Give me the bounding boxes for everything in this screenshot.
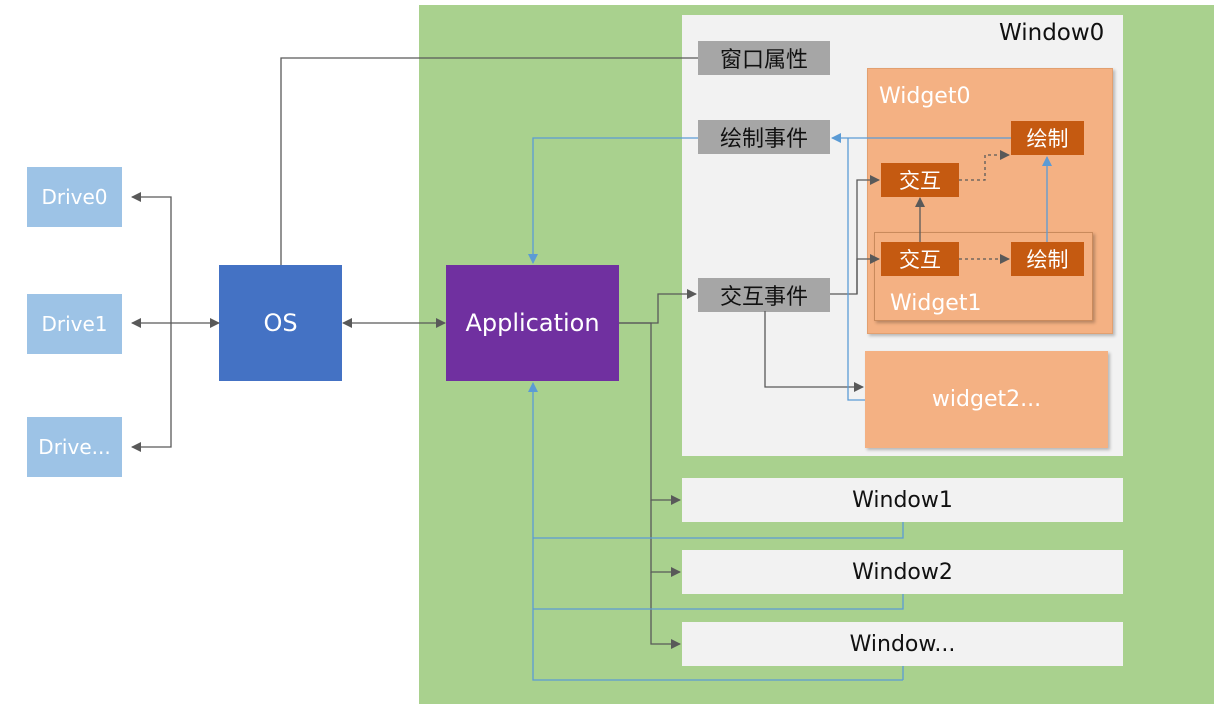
windows-to-application-arrow (528, 382, 903, 681)
widget1-title: Widget1 (890, 291, 982, 316)
drive-more: Drive... (27, 417, 122, 477)
widget0-interact-box: 交互 (881, 163, 959, 197)
event-widget0-interact-arrow (830, 175, 880, 295)
event-widget1-interact-arrow (856, 254, 880, 294)
widget1-paint-box: 绘制 (1011, 242, 1084, 276)
application-window2-arrow (650, 500, 681, 577)
window2-return-line (533, 594, 904, 610)
window1-return-line (533, 522, 904, 539)
widget2-paint-line (847, 138, 865, 401)
widget0-paint-box: 绘制 (1011, 121, 1084, 155)
os-to-drive0-arrow (131, 192, 172, 323)
application-box: Application (446, 265, 619, 381)
widget0-interact-to-paint-arrow (959, 150, 1010, 181)
window-more: Window... (682, 622, 1123, 666)
window2: Window2 (682, 550, 1123, 594)
window1: Window1 (682, 478, 1123, 522)
application-window-more-arrow (650, 572, 681, 649)
widget1-interact-box: 交互 (881, 242, 959, 276)
drive1: Drive1 (27, 294, 122, 354)
application-interaction-event-arrow (619, 289, 697, 324)
widget0-title: Widget0 (879, 84, 971, 109)
interaction-event-box: 交互事件 (698, 278, 830, 312)
window0-title: Window0 (999, 20, 1105, 46)
widget2: widget2... (865, 351, 1108, 448)
paint-event-to-application-arrow (528, 137, 698, 264)
event-widget2-arrow (764, 311, 864, 392)
os-box: OS (219, 265, 342, 381)
os-to-drive-more-arrow (131, 323, 172, 452)
os-window-attributes-line (280, 57, 698, 265)
drive0: Drive0 (27, 167, 122, 227)
application-window1-arrow (619, 322, 681, 505)
paint-event-box: 绘制事件 (698, 120, 830, 154)
window-attributes-box: 窗口属性 (698, 41, 830, 75)
